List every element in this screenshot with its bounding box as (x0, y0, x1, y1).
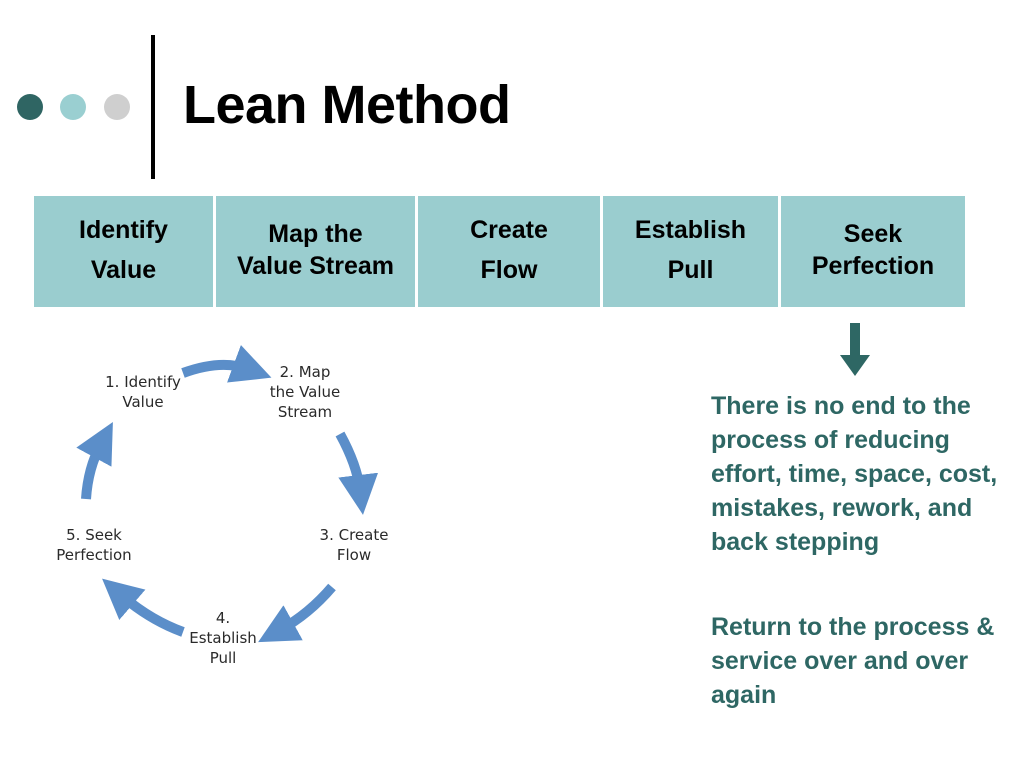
cycle-label-identify: 1. Identify Value (105, 373, 181, 411)
step-line: Pull (667, 256, 714, 284)
step-line: Identify (79, 216, 168, 244)
step-establish-pull: Establish Pull (603, 196, 778, 307)
curved-arrow-icon (102, 578, 185, 637)
step-line: Map the (268, 220, 363, 248)
step-create-flow: Create Flow (418, 196, 600, 307)
cycle-label-seek: 5. Seek Perfection (56, 526, 132, 564)
title-dot-gray (104, 94, 130, 120)
step-line: Perfection (811, 252, 935, 280)
curved-arrow-icon (76, 422, 113, 500)
step-line: Flow (480, 256, 538, 284)
step-line: Establish (634, 216, 747, 244)
step-line: Value Stream (236, 252, 395, 280)
cycle-label-create: 3. Create Flow (319, 526, 389, 564)
cycle-label-map: 2. Map the Value Stream (269, 363, 341, 421)
step-seek-perfection: Seek Perfection (781, 196, 965, 307)
step-line: Seek (843, 220, 903, 248)
title-dot-dark (17, 94, 43, 120)
title-divider (151, 35, 155, 179)
lean-steps-table: Identify Value Map the Value Stream Crea… (34, 196, 965, 307)
step-identify-value: Identify Value (34, 196, 213, 307)
description-paragraph-1: There is no end to the process of reduci… (711, 392, 998, 556)
curved-arrow-icon (181, 345, 272, 383)
curved-arrow-icon (258, 583, 336, 643)
step-line: Value (90, 256, 157, 284)
cycle-label-establish: 4. Establish Pull (189, 609, 257, 667)
slide-title: Lean Method (183, 75, 511, 135)
step-map-value-stream: Map the Value Stream (216, 196, 415, 307)
arrow-down-icon (840, 323, 870, 376)
curved-arrow-icon (335, 431, 379, 515)
step-line: Create (470, 216, 548, 244)
title-dot-light (60, 94, 86, 120)
description-paragraph-2: Return to the process & service over and… (711, 613, 995, 709)
